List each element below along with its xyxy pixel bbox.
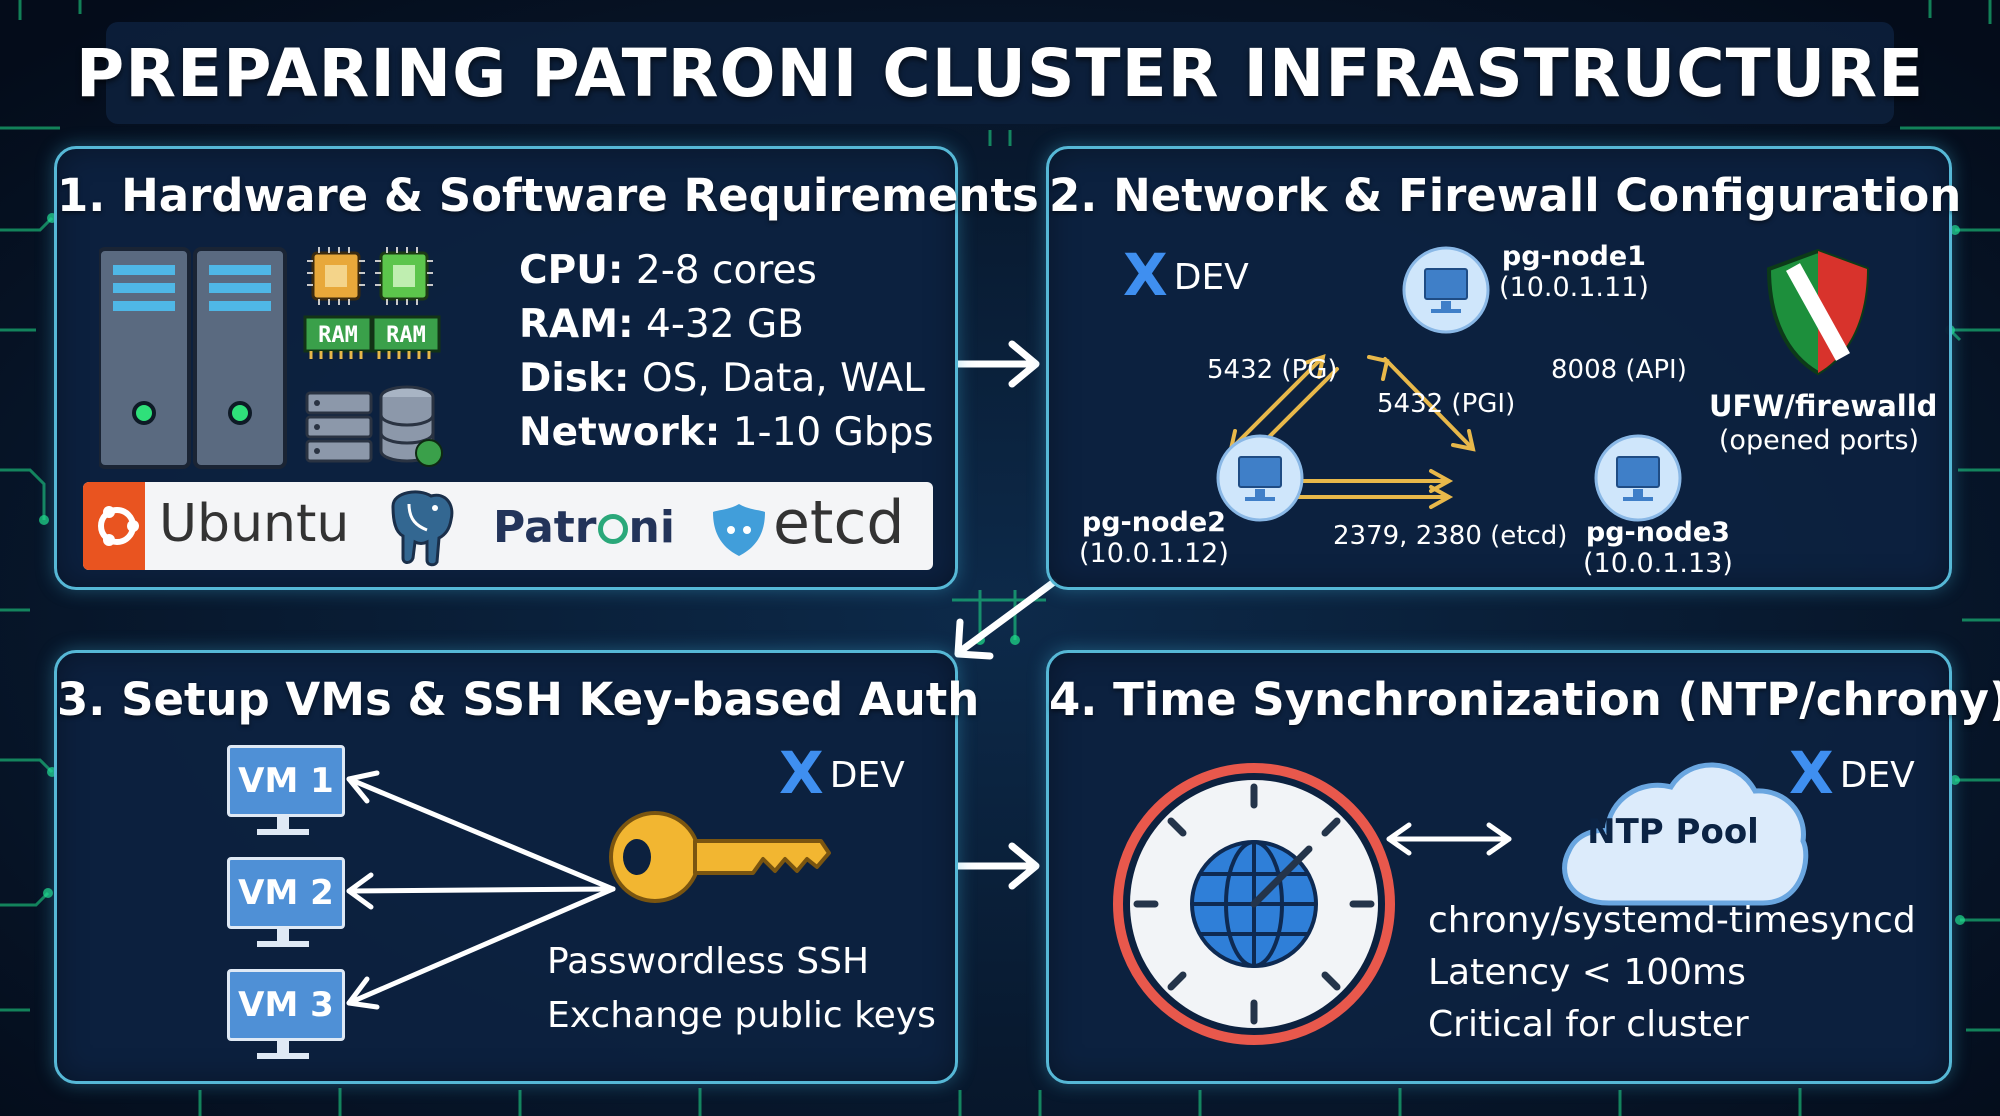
etcd-logo: etcd	[773, 488, 905, 558]
svg-text:RAM: RAM	[386, 323, 426, 348]
sync-arrow	[1386, 822, 1512, 856]
ubuntu-logo: Ubuntu	[159, 494, 350, 554]
vm-1: VM 1	[227, 745, 345, 817]
server-rack-icon	[99, 247, 287, 469]
flow-arrow-2-3	[958, 578, 1058, 654]
link-node1-node2-inner	[1255, 367, 1339, 451]
ssh-line-1: Passwordless SSH	[547, 941, 870, 982]
vm-2: VM 2	[227, 857, 345, 929]
ubuntu-icon	[98, 506, 139, 546]
spec-list: CPU: 2-8 cores RAM: 4-32 GB Disk: OS, Da…	[519, 244, 934, 460]
storage-unit-icon	[305, 391, 373, 463]
panel-title: 2. Network & Firewall Configuration	[1049, 169, 1962, 222]
ubuntu-logo-bar	[83, 482, 145, 570]
time-sync-description: chrony/systemd-timesyncd Latency < 100ms…	[1428, 895, 1916, 1051]
time-line-2: Latency < 100ms	[1428, 952, 1746, 993]
link-node1-node2	[1231, 357, 1323, 449]
panel-title: 1. Hardware & Software Requirements	[57, 169, 1039, 222]
main-title: PREPARING PATRONI CLUSTER INFRASTRUCTURE	[75, 34, 1925, 112]
spec-disk: Disk: OS, Data, WAL	[519, 356, 925, 401]
pg-node2-label: pg-node2(10.0.1.12)	[1079, 507, 1229, 569]
vm-3: VM 3	[227, 969, 345, 1041]
cpu-chip-icon	[307, 247, 433, 305]
panel-hardware-software: 1. Hardware & Software Requirements	[54, 146, 1039, 590]
port-label-pgi: 5432 (PGI)	[1377, 389, 1516, 419]
hardware-icons: RAM RAM	[99, 247, 443, 469]
port-label-pg: 5432 (PG)	[1207, 355, 1338, 385]
x-logo-icon: X	[1789, 739, 1834, 807]
x-logo-icon: X	[779, 739, 824, 807]
database-icon	[379, 385, 443, 467]
x-logo-icon: X	[1123, 241, 1168, 309]
ntp-pool-label: NTP Pool	[1587, 812, 1759, 852]
etcd-icon	[713, 504, 765, 556]
key-distribution-arrows	[346, 770, 616, 1010]
pg-node1-label: pg-node1(10.0.1.11)	[1499, 241, 1649, 303]
port-label-api: 8008 (API)	[1551, 355, 1687, 385]
svg-text:RAM: RAM	[318, 323, 358, 348]
ntp-cloud-icon	[1562, 762, 1809, 906]
ssh-line-2: Exchange public keys	[547, 995, 936, 1036]
pg-node2-icon	[1216, 434, 1304, 522]
pg-node1-icon	[1402, 246, 1490, 334]
panel-title: 3. Setup VMs & SSH Key-based Auth	[57, 673, 980, 726]
patroni-o-icon	[597, 514, 628, 544]
pg-node3-icon	[1594, 434, 1682, 522]
key-icon	[609, 811, 831, 903]
ram-module-icon: RAM RAM	[303, 315, 441, 359]
globe-clock-icon	[1113, 763, 1395, 1045]
spec-ram: RAM: 4-32 GB	[519, 302, 804, 347]
port-label-etcd: 2379, 2380 (etcd)	[1333, 521, 1568, 551]
postgresql-elephant-icon	[391, 490, 454, 567]
firewall-label: UFW/firewalld (opened ports)	[1709, 389, 1938, 456]
shield-icon	[1766, 248, 1870, 376]
time-line-3: Critical for cluster	[1428, 1004, 1749, 1045]
panel-title: 4. Time Synchronization (NTP/chrony)	[1049, 673, 2000, 726]
vm-stands	[257, 817, 309, 1059]
ssh-description: Passwordless SSH Exchange public keys	[547, 935, 936, 1043]
spec-network: Network: 1-10 Gbps	[519, 410, 934, 455]
pg-node3-label: pg-node3(10.0.1.13)	[1583, 517, 1733, 579]
time-line-1: chrony/systemd-timesyncd	[1428, 900, 1916, 941]
spec-cpu: CPU: 2-8 cores	[519, 248, 817, 293]
title-bar: PREPARING PATRONI CLUSTER INFRASTRUCTURE	[76, 22, 1923, 124]
link-node1-node3	[1383, 357, 1473, 449]
